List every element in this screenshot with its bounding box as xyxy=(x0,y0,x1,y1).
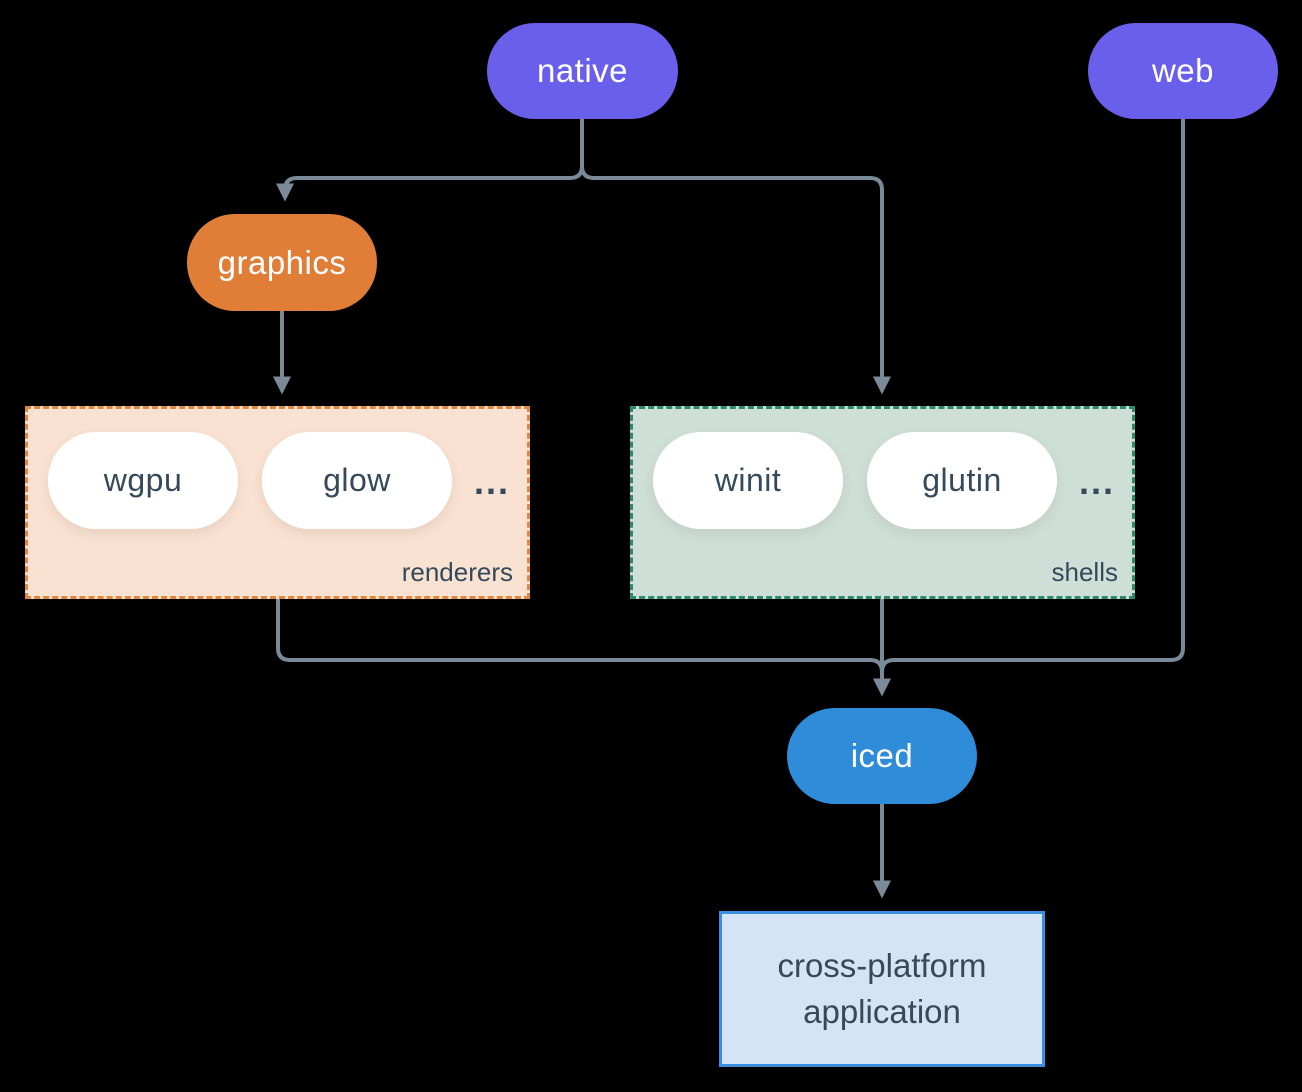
node-glutin: glutin xyxy=(867,432,1057,529)
group-renderers: wgpu glow ... renderers xyxy=(25,406,530,599)
node-web: web xyxy=(1088,23,1278,119)
node-graphics: graphics xyxy=(187,214,377,311)
shells-group-label: shells xyxy=(1051,557,1118,587)
group-shells: winit glutin ... shells xyxy=(630,406,1135,599)
edge-native-to-graphics xyxy=(276,119,584,202)
node-native: native xyxy=(487,23,678,119)
edge-renderers-to-iced xyxy=(276,599,884,678)
shells-ellipsis: ... xyxy=(1078,461,1115,502)
node-glow: glow xyxy=(262,432,452,529)
node-wgpu: wgpu xyxy=(48,432,238,529)
app-box: cross-platform application xyxy=(719,911,1045,1067)
renderers-ellipsis: ... xyxy=(473,461,510,502)
node-winit: winit xyxy=(653,432,843,529)
app-label: cross-platform application xyxy=(777,947,987,1030)
edge-native-to-shells xyxy=(580,119,891,395)
node-iced: iced xyxy=(787,708,977,804)
renderers-group-label: renderers xyxy=(401,557,513,587)
